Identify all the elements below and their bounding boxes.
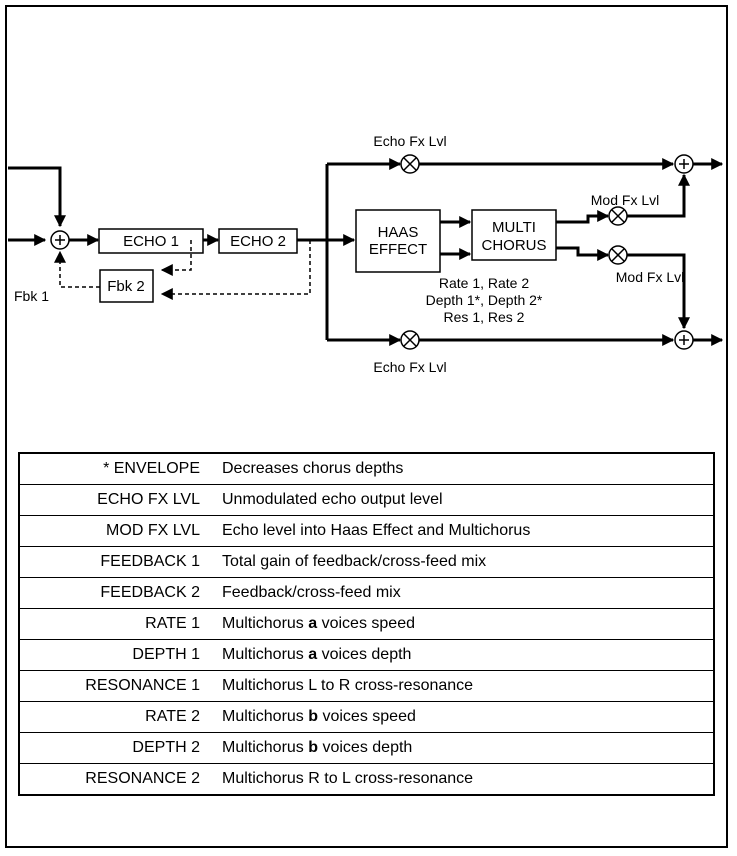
description-text: Decreases chorus depths [222, 460, 404, 477]
haas-label-line1: HAAS [378, 224, 419, 241]
description-text: voices depth [317, 646, 412, 663]
voice-group-letter: b [308, 708, 319, 725]
mod-lower-to-bottom-summer [627, 253, 690, 330]
description-text: Echo level into Haas Effect and Multicho… [222, 522, 531, 539]
parameter-row: FEEDBACK 1 Total gain of feedback/cross-f… [19, 546, 714, 578]
parameter-row: * ENVELOPE Decreases chorus depths [19, 453, 714, 485]
parameter-description: Multichorus a voices speed [212, 608, 714, 640]
fbk-2-label: Fbk 2 [107, 278, 145, 295]
chorus-params-line2: Depth 1*, Depth 2* [426, 292, 543, 308]
parameter-description: Echo level into Haas Effect and Multicho… [212, 515, 714, 547]
mod-fx-upper-multiplier-icon [608, 206, 628, 226]
parameter-description: Multichorus b voices speed [212, 701, 714, 733]
parameter-description: Feedback/cross-feed mix [212, 577, 714, 609]
parameter-name: MOD FX LVL [19, 515, 212, 547]
parameter-name: FEEDBACK 2 [19, 577, 212, 609]
parameter-row: ECHO FX LVL Unmodulated echo output level [19, 484, 714, 516]
multichorus-lower-out [556, 246, 610, 261]
haas-effect-block: HAAS EFFECT [355, 209, 441, 273]
description-text: Feedback/cross-feed mix [222, 584, 401, 601]
page-frame [5, 5, 728, 848]
parameter-description: Multichorus a voices depth [212, 639, 714, 671]
mod-upper-to-top-summer [627, 173, 690, 218]
description-text: Multichorus L to R cross-resonance [222, 677, 474, 694]
description-text: voices speed [317, 615, 415, 632]
multichorus-block: MULTI CHORUS [471, 209, 557, 261]
description-text: Multichorus [222, 615, 309, 632]
parameter-name: FEEDBACK 1 [19, 546, 212, 578]
parameter-description: Multichorus L to R cross-resonance [212, 670, 714, 702]
description-text: Multichorus [222, 646, 309, 663]
voice-group-letter: b [308, 739, 319, 756]
multichorus-label-line1: MULTI [492, 219, 536, 236]
parameter-name: RESONANCE 1 [19, 670, 212, 702]
description-text: Unmodulated echo output level [222, 491, 443, 508]
feedback-path-echo1 [160, 240, 192, 276]
parameter-description: Decreases chorus depths [212, 453, 714, 485]
description-text: Multichorus [222, 739, 309, 756]
parameter-description: Unmodulated echo output level [212, 484, 714, 516]
top-input-line [8, 166, 66, 228]
parameter-name: DEPTH 1 [19, 639, 212, 671]
echo-fx-lvl-top-label: Echo Fx Lvl [373, 133, 446, 149]
parameter-description: Multichorus R to L cross-resonance [212, 763, 714, 795]
echo-2-block: ECHO 2 [218, 228, 298, 254]
multichorus-upper-out [556, 210, 610, 224]
parameter-name: * ENVELOPE [103, 460, 200, 477]
signal-flow-diagram: ECHO 1 ECHO 2 Fbk 2 Fbk 1 Echo Fx Lvl HA… [8, 133, 724, 375]
mod-fx-lvl-top-label: Mod Fx Lvl [591, 192, 659, 208]
voice-group-letter: a [308, 646, 318, 663]
fbk-2-block: Fbk 2 [99, 269, 154, 303]
top-output-summer-icon [674, 154, 694, 174]
echo-1-label: ECHO 1 [123, 233, 179, 250]
parameter-name: DEPTH 2 [19, 732, 212, 764]
parameter-row: RESONANCE 2 Multichorus R to L cross-reso… [19, 763, 714, 795]
parameter-row: RESONANCE 1 Multichorus L to R cross-reso… [19, 670, 714, 702]
parameter-name: RATE 1 [19, 608, 212, 640]
bottom-echo-multiplier-icon [400, 330, 420, 350]
description-text: Multichorus R to L cross-resonance [222, 770, 474, 787]
chorus-params-line3: Res 1, Res 2 [444, 309, 525, 325]
parameter-name: RATE 2 [19, 701, 212, 733]
description-text: voices depth [318, 739, 413, 756]
parameter-name: ECHO FX LVL [19, 484, 212, 516]
haas-label-line2: EFFECT [369, 241, 427, 258]
echo-1-block: ECHO 1 [98, 228, 204, 254]
input-summer-icon [50, 230, 70, 250]
parameter-description: Total gain of feedback/cross-feed mix [212, 546, 714, 578]
parameter-row: FEEDBACK 2 Feedback/cross-feed mix [19, 577, 714, 609]
feedback-return-path [54, 250, 100, 288]
parameter-row: MOD FX LVL Echo level into Haas Effect an… [19, 515, 714, 547]
parameter-description: Multichorus b voices depth [212, 732, 714, 764]
parameter-name: RESONANCE 2 [19, 763, 212, 795]
echo-fx-lvl-bottom-label: Echo Fx Lvl [373, 359, 446, 375]
voice-group-letter: a [308, 615, 318, 632]
description-text: Multichorus [222, 708, 309, 725]
top-echo-multiplier-icon [400, 154, 420, 174]
feedback-path-echo2 [160, 240, 311, 300]
description-text: Total gain of feedback/cross-feed mix [222, 553, 487, 570]
mod-fx-lower-multiplier-icon [608, 245, 628, 265]
chorus-params-line1: Rate 1, Rate 2 [439, 275, 529, 291]
fbk-1-label: Fbk 1 [14, 288, 49, 304]
echo-2-label: ECHO 2 [230, 233, 286, 250]
multichorus-label-line2: CHORUS [481, 237, 546, 254]
mod-fx-lvl-bottom-label: Mod Fx Lvl [616, 269, 684, 285]
description-text: voices speed [318, 708, 416, 725]
bottom-output-summer-icon [674, 330, 694, 350]
